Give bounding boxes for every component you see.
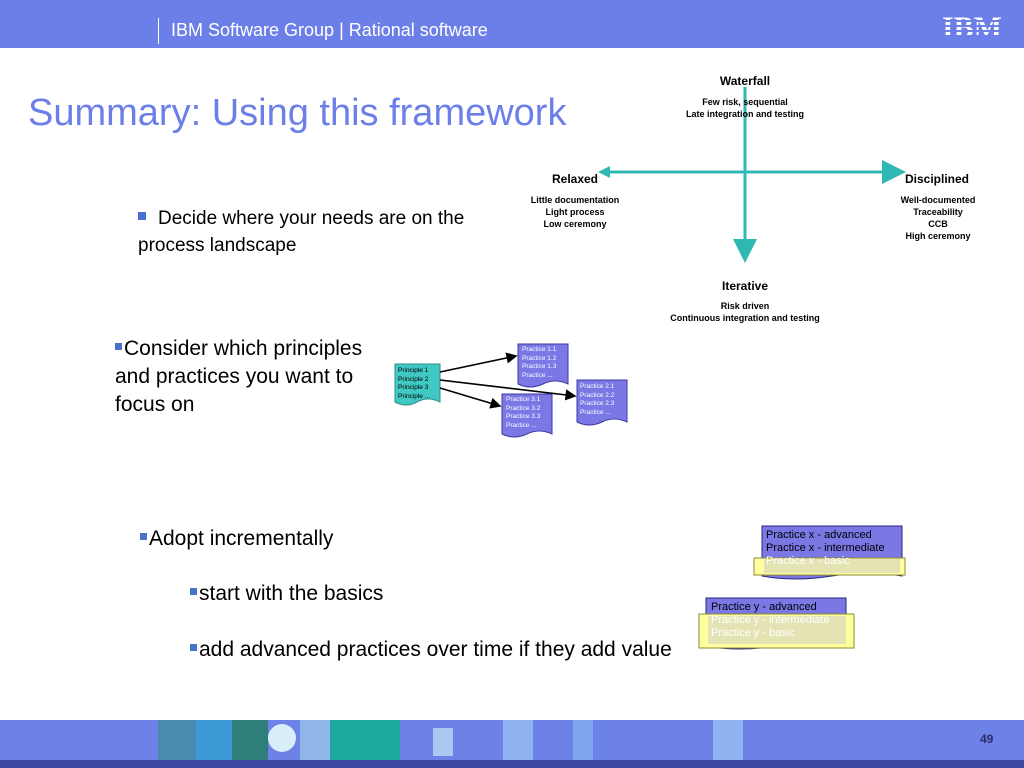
slide-title: Summary: Using this framework [28, 92, 567, 134]
quadrant-right-desc-line: Well-documented [900, 195, 976, 205]
practice-y-basic: Practice y - basic [711, 627, 795, 639]
practice-group-3-document [501, 393, 553, 438]
practice-y-stack [698, 597, 855, 650]
practice-x-stack [753, 525, 906, 580]
footer-tile [330, 720, 400, 760]
bullet-advanced-text: add advanced practices over time if they… [199, 638, 672, 661]
quadrant-right-desc-line: Traceability [913, 207, 963, 217]
practice-y-advanced: Practice y - advanced [711, 601, 817, 613]
header-divider [158, 18, 159, 44]
practice-x-intermediate: Practice x - intermediate [766, 542, 885, 554]
practice-item: Practice 1.2 [522, 354, 557, 362]
practice-group-3-list: Practice 3.1 Practice 3.2 Practice 3.3 P… [506, 396, 540, 430]
practice-item: Practice ... [522, 371, 553, 379]
arrow-principle-3 [439, 387, 502, 409]
bullet-consider-text: Consider which principles and practices … [115, 337, 363, 416]
principle-item: Principle 2 [398, 375, 429, 383]
arrow-principle-1 [439, 352, 518, 373]
practice-item: Practice ... [506, 421, 537, 429]
practice-item: Practice 2.2 [580, 391, 615, 399]
quadrant-right-label: Disciplined [904, 172, 969, 186]
practice-y-list: Practice y - advanced Practice y - inter… [711, 601, 830, 640]
footer-tile [503, 720, 533, 760]
practice-group-1-list: Practice 1.1 Practice 1.2 Practice 1.3 P… [522, 346, 556, 380]
header-bar [0, 0, 1024, 48]
principle-item: Principle 1 [398, 367, 429, 374]
quadrant-bottom-desc-line: Continuous integration and testing [670, 313, 820, 323]
quadrant-right-desc: Well-documented Traceability CCB High ce… [878, 194, 998, 242]
principles-list: Principle 1 Principle 2 Principle 3 Prin… [398, 367, 430, 401]
bullet-square-icon [115, 342, 122, 350]
principles-document [394, 363, 441, 406]
bullet-square-icon [138, 211, 146, 220]
bullet-basics-text: start with the basics [199, 582, 384, 605]
practice-item: Practice 2.1 [580, 383, 615, 390]
quadrant-top-desc-line: Late integration and testing [685, 109, 804, 119]
quadrant-right-desc-line: CCB [928, 219, 948, 229]
practice-y-pattern [708, 616, 846, 644]
practice-group-2-list: Practice 2.1 Practice 2.2 Practice 2.3 P… [580, 383, 614, 417]
footer-line [0, 760, 1024, 768]
practice-x-list: Practice x - advanced Practice x - inter… [766, 529, 885, 568]
practice-item: Practice ... [580, 408, 611, 416]
quadrant-left-label: Relaxed [551, 172, 599, 186]
footer-image-strip [158, 720, 743, 760]
practice-x-basic-pattern [764, 559, 900, 573]
quadrant-left-desc-line: Low ceremony [543, 219, 607, 229]
quadrant-bottom-label: Iterative [721, 279, 769, 293]
footer-tile [573, 720, 593, 760]
bullet-decide-text: Decide where your needs are on the proce… [138, 208, 465, 256]
bullet-adopt: Adopt incrementally [140, 525, 440, 553]
footer-circle-icon [268, 724, 296, 752]
footer-tile [300, 720, 330, 760]
process-landscape-axes [598, 87, 906, 263]
practice-group-1-document [517, 343, 569, 388]
practice-item: Practice 1.3 [522, 363, 557, 370]
quadrant-top-label: Waterfall [719, 74, 771, 88]
quadrant-left-desc: Little documentation Light process Low c… [515, 194, 635, 230]
bullet-square-icon [140, 532, 147, 540]
page-number: 49 [980, 732, 994, 746]
footer-tile [158, 720, 196, 760]
quadrant-right-desc-line: High ceremony [905, 231, 971, 241]
footer-tile [196, 720, 232, 760]
ibm-logo-icon: IBM [936, 11, 1008, 41]
practice-item: Practice 1.1 [522, 346, 557, 353]
practice-x-advanced: Practice x - advanced [766, 529, 872, 541]
footer-tile [232, 720, 268, 760]
footer-tile [433, 728, 453, 756]
principles-practices-diagram [394, 343, 628, 438]
practice-group-2-document [576, 379, 628, 426]
bullet-square-icon [190, 643, 197, 651]
arrow-principle-2 [439, 379, 577, 401]
bullet-adopt-text: Adopt incrementally [149, 527, 334, 550]
header-title: IBM Software Group | Rational software [171, 20, 488, 40]
practice-item: Practice 2.3 [580, 400, 615, 407]
practice-x-basic: Practice x - basic [766, 555, 850, 567]
practice-item: Practice 3.2 [506, 404, 541, 412]
principle-item: Principle 3 [398, 384, 429, 391]
bullet-consider: Consider which principles and practices … [115, 335, 375, 419]
left-arrowhead-icon [598, 166, 610, 178]
quadrant-bottom-desc-line: Risk driven [720, 301, 770, 311]
quadrant-bottom-desc: Risk driven Continuous integration and t… [650, 300, 840, 324]
bullet-advanced: add advanced practices over time if they… [190, 636, 690, 664]
quadrant-left-desc-line: Little documentation [530, 195, 620, 205]
bullet-basics: start with the basics [190, 580, 490, 608]
quadrant-top-desc-line: Few risk, sequential [702, 97, 788, 107]
bullet-square-icon [190, 587, 197, 595]
principle-item: Principle ... [398, 392, 431, 400]
quadrant-top-desc: Few risk, sequential Late integration an… [660, 96, 830, 120]
practice-y-intermediate: Practice y - intermediate [711, 614, 830, 626]
footer-tile [713, 720, 743, 760]
practice-item: Practice 3.3 [506, 413, 541, 420]
quadrant-left-desc-line: Light process [545, 207, 605, 217]
practice-item: Practice 3.1 [506, 396, 541, 403]
bullet-decide: Decide where your needs are on the proce… [138, 205, 478, 259]
